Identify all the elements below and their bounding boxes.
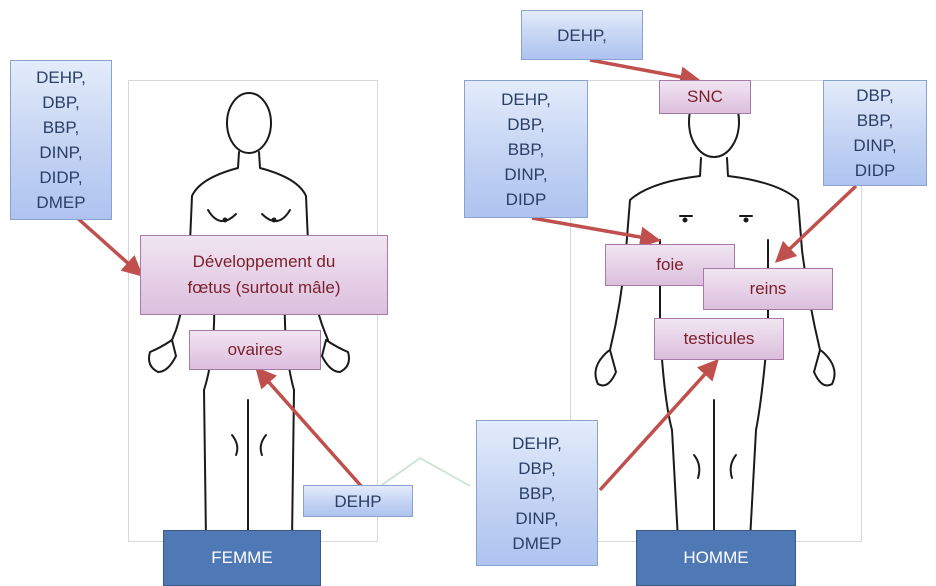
snc-source-box: DEHP, xyxy=(521,10,643,60)
snc-label: SNC xyxy=(687,84,723,110)
chemical-label: DEHP, xyxy=(557,23,607,48)
foie-sources-box: DEHP, DBP, BBP, DINP, DIDP xyxy=(464,80,588,218)
chemical-label: DMEP xyxy=(512,531,561,556)
testicules-box: testicules xyxy=(654,318,784,360)
chemical-label: DEHP, xyxy=(36,65,86,90)
homme-label-text: HOMME xyxy=(683,548,748,568)
testicules-label: testicules xyxy=(684,326,755,352)
arrow-chemicals-to-reins xyxy=(778,186,856,260)
chemical-label: DINP, xyxy=(853,133,896,158)
chemical-label: DIDP xyxy=(506,187,547,212)
snc-box: SNC xyxy=(659,80,751,114)
ovaries-box: ovaires xyxy=(189,330,321,370)
arrow-chemicals-to-foie xyxy=(532,218,657,240)
chemical-label: BBP, xyxy=(508,137,545,162)
chemical-label: DINP, xyxy=(515,506,558,531)
chemical-label: DBP, xyxy=(856,83,894,108)
fetus-development-box: Développement du fœtus (surtout mâle) xyxy=(140,235,388,315)
female-chemicals-box: DEHP, DBP, BBP, DINP, DIDP, DMEP xyxy=(10,60,112,220)
arrow-dehp-to-ovaries xyxy=(258,370,362,487)
chemical-label: BBP, xyxy=(519,481,556,506)
male-body-icon xyxy=(595,87,834,540)
femme-label-text: FEMME xyxy=(211,548,272,568)
reins-box: reins xyxy=(703,268,833,310)
foie-label: foie xyxy=(656,252,683,278)
chemical-label: DIDP xyxy=(855,158,896,183)
ovaries-source-box: DEHP xyxy=(303,485,413,517)
chemical-label: DBP, xyxy=(42,90,80,115)
fetus-line-2: fœtus (surtout mâle) xyxy=(187,275,340,301)
chemical-label: DBP, xyxy=(518,456,556,481)
chemical-label: DEHP xyxy=(334,489,381,514)
ovaries-label: ovaires xyxy=(228,337,283,363)
chemical-label: DBP, xyxy=(507,112,545,137)
chemical-label: BBP, xyxy=(857,108,894,133)
femme-label: FEMME xyxy=(163,530,321,586)
arrow-chemicals-to-fetus xyxy=(74,215,140,274)
testicules-sources-box: DEHP, DBP, BBP, DINP, DMEP xyxy=(476,420,598,566)
arrow-dehp-to-snc xyxy=(590,60,697,80)
chemical-label: DEHP, xyxy=(501,87,551,112)
chemical-label: DINP, xyxy=(39,140,82,165)
fetus-line-1: Développement du xyxy=(187,249,340,275)
chemical-label: DMEP xyxy=(36,190,85,215)
chemical-label: DEHP, xyxy=(512,431,562,456)
female-body-icon xyxy=(149,93,349,540)
chemical-label: BBP, xyxy=(43,115,80,140)
reins-label: reins xyxy=(750,276,787,302)
reins-sources-box: DBP, BBP, DINP, DIDP xyxy=(823,80,927,186)
chemical-label: DINP, xyxy=(504,162,547,187)
chemical-label: DIDP, xyxy=(39,165,82,190)
homme-label: HOMME xyxy=(636,530,796,586)
